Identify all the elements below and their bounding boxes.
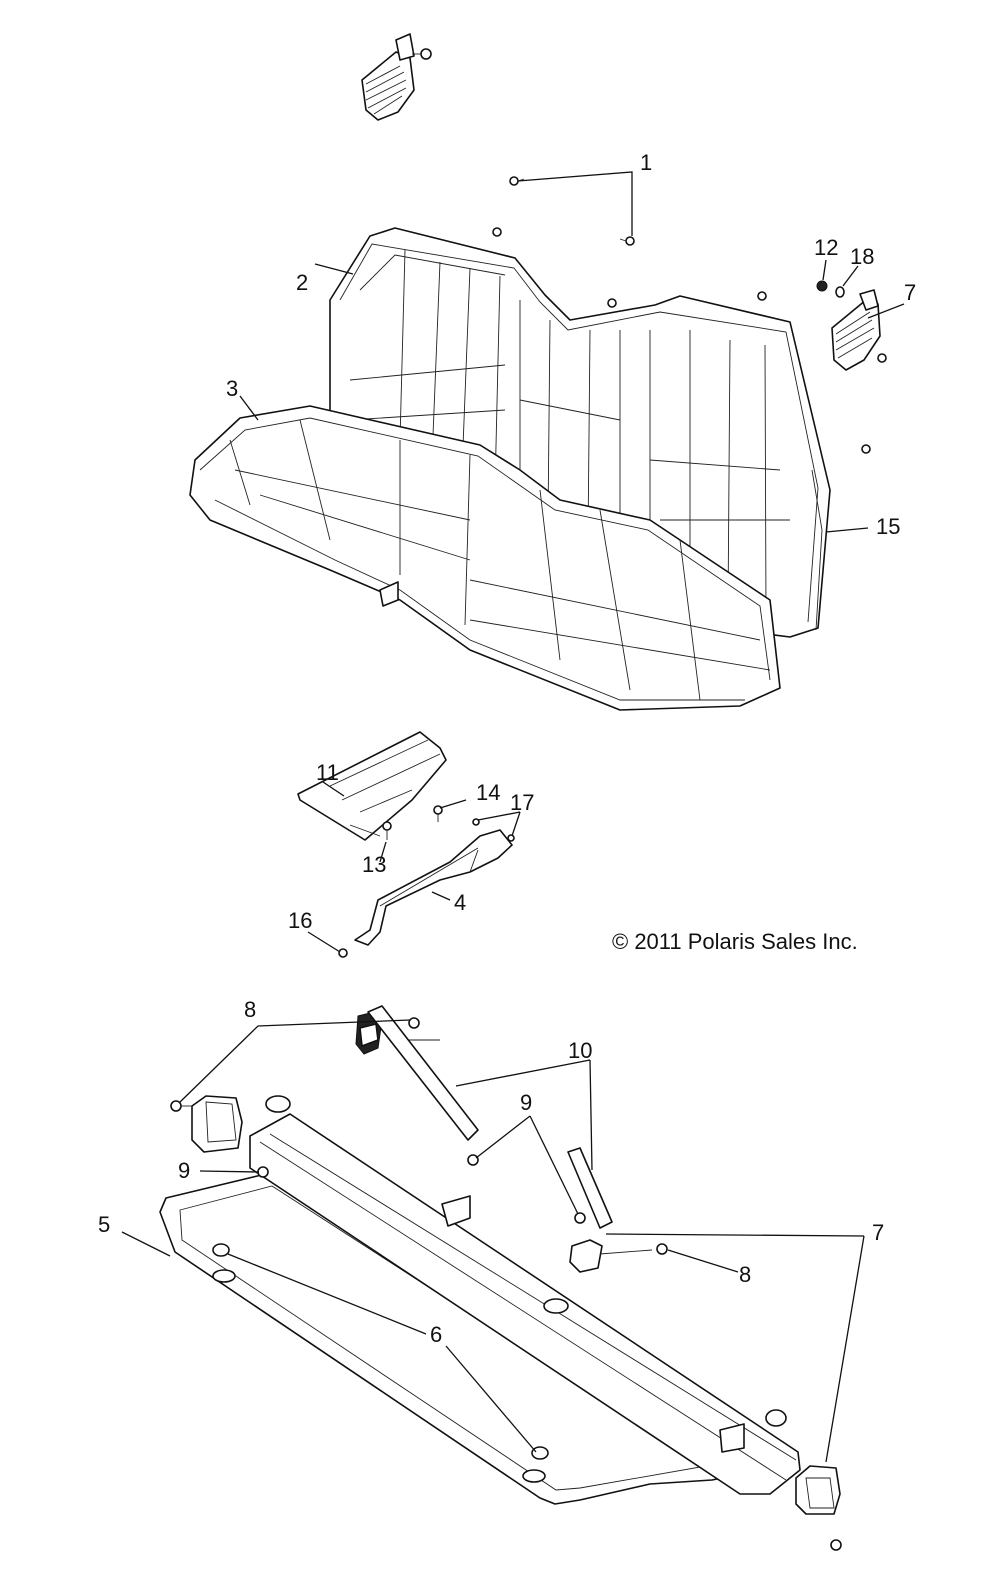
callout-8-top: 8 [244,997,256,1022]
seat-belt-retractor-part [191,1095,841,1515]
fastener-bolts-nuts [170,1017,842,1551]
callout-2: 2 [296,270,308,295]
small-fastener-group [382,805,515,842]
screw-icon [492,227,502,237]
bolt-icon [656,1243,668,1255]
nut-icon [574,1212,586,1224]
callout-9-top: 9 [520,1090,532,1115]
callout-7-top: 7 [904,280,916,305]
cover-plate-part [297,731,447,841]
screw-icon [619,236,635,246]
belt-strap-part [367,1005,613,1229]
bolt-washer-part [816,280,845,298]
screw-icon [877,353,887,363]
callout-8-bottom: 8 [739,1262,751,1287]
seat-frame-part [159,1171,723,1505]
callout-6: 6 [430,1322,442,1347]
seat-bottom-part [189,405,781,711]
cross-tube-frame-part [249,1095,801,1495]
grommet-icon [531,1446,549,1460]
callout-16: 16 [288,908,312,933]
callout-labels: 1 2 3 4 5 6 7 7 8 8 9 9 10 11 12 13 14 1… [98,150,916,1347]
screw-icon [338,948,348,958]
screw-icon [861,444,871,454]
trim-strip-part [811,469,823,631]
callout-9-left: 9 [178,1158,190,1183]
screw-icon [382,821,392,840]
rivet-icon [472,818,480,826]
screw-icon [607,298,617,308]
copyright-text: © 2011 Polaris Sales Inc. [612,929,858,954]
bolt-icon [830,1539,842,1551]
callout-17: 17 [510,790,534,815]
callout-13: 13 [362,852,386,877]
callout-7-bottom: 7 [872,1220,884,1245]
callout-3: 3 [226,376,238,401]
bolt-icon [408,1017,420,1029]
callout-12: 12 [814,235,838,260]
bolt-icon [170,1100,192,1112]
callout-4: 4 [454,890,466,915]
right-retractor-spring-part [831,289,881,371]
callout-18: 18 [850,244,874,269]
callout-5: 5 [98,1212,110,1237]
rivet-icon [507,834,515,842]
top-retractor-spring-part [361,33,432,121]
screw-icon [757,291,767,301]
callout-11: 11 [316,760,339,785]
callout-14: 14 [476,780,500,805]
leader-lines [121,171,905,1463]
nut-icon [467,1154,479,1166]
callout-1: 1 [640,150,652,175]
grommet-icon [212,1243,230,1257]
grommet-part-group [212,1243,549,1460]
callout-10: 10 [568,1038,592,1063]
callout-15: 15 [876,514,900,539]
bracket-part [354,829,513,946]
nut-icon [257,1166,269,1178]
